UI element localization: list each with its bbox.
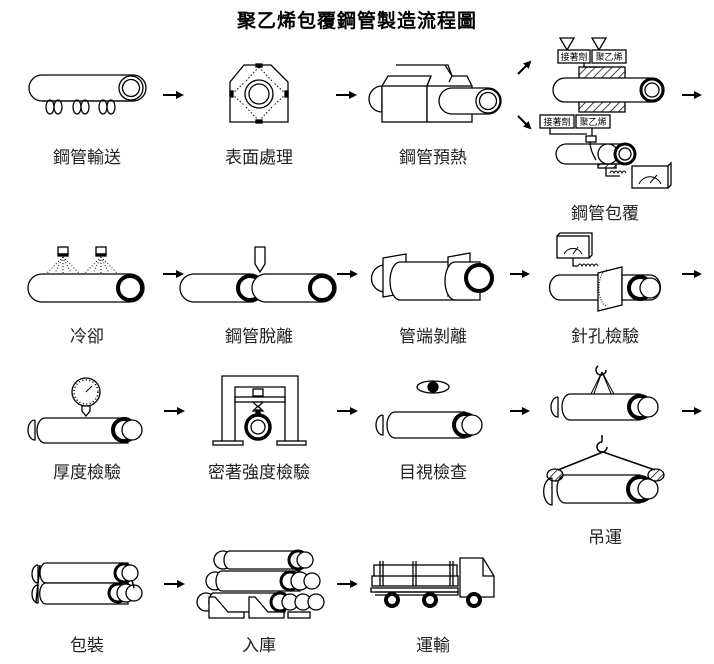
blast-chamber-icon [229, 63, 289, 124]
material-label-polyethylene-2: 聚乙烯 [579, 116, 606, 128]
truck-icon [370, 557, 495, 608]
preheater-icon [368, 64, 502, 123]
pipe-cutter-icon [179, 246, 337, 303]
step-label-pipe-conveying: 鋼管輸送 [53, 148, 121, 168]
step-label-crane-lift: 吊運 [588, 528, 622, 548]
bundled-pipes-icon [31, 562, 143, 605]
coating-extruder-icon [539, 37, 672, 189]
pipe-on-rollers-icon [28, 74, 147, 115]
water-spray-icon [27, 246, 145, 303]
step-label-packaging: 包裝 [70, 636, 104, 656]
step-label-warehousing: 入庫 [242, 636, 276, 656]
step-label-transport: 運輸 [416, 636, 450, 656]
diagram-title: 聚乙烯包覆鋼管製造流程圖 [236, 10, 477, 32]
holiday-detector-icon [548, 232, 662, 312]
step-label-cooling: 冷卻 [70, 327, 104, 347]
stacked-pipes-icon [196, 549, 325, 619]
material-label-polyethylene: 聚乙烯 [595, 51, 622, 63]
arrow-up-right-icon [517, 60, 532, 75]
thickness-gauge-icon [27, 377, 143, 444]
eye-icon [416, 380, 450, 394]
step-label-coating: 鋼管包覆 [571, 204, 639, 224]
arrow-down-right-icon [517, 115, 532, 130]
end-stripping-icon [370, 252, 494, 301]
step-label-surface-treatment: 表面處理 [225, 148, 293, 168]
step-label-visual-inspection: 目視檢查 [399, 463, 467, 483]
step-label-pipe-separation: 鋼管脫離 [225, 327, 293, 347]
inspected-pipe-icon [375, 411, 483, 439]
step-label-thickness-test: 厚度檢驗 [53, 463, 121, 483]
adhesion-test-frame-icon [212, 375, 307, 446]
step-label-holiday-test: 針孔檢驗 [571, 327, 639, 347]
step-label-adhesion-test: 密著強度檢驗 [208, 463, 310, 483]
crane-hook-icon [543, 365, 665, 506]
material-label-adhesive: 接著劑 [560, 51, 587, 63]
material-label-adhesive-2: 接著劑 [543, 116, 570, 128]
step-label-end-stripping: 管端剝離 [399, 327, 467, 347]
step-label-preheating: 鋼管預熱 [399, 148, 467, 168]
